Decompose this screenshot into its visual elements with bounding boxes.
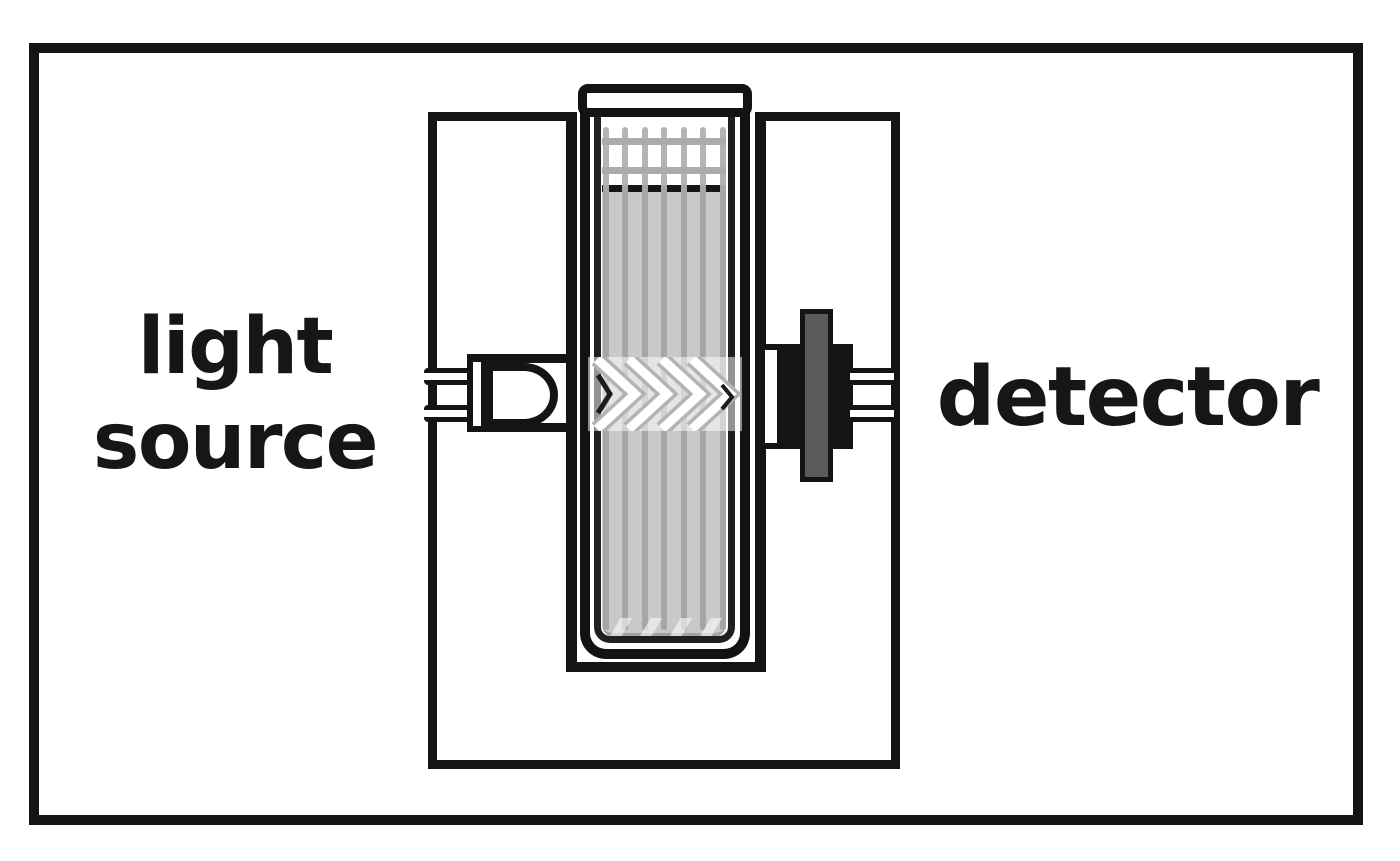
- test-strip: [603, 127, 609, 185]
- light-source-label-line2: source: [92, 397, 379, 487]
- light-beam-chevrons-icon: [588, 357, 742, 431]
- led-mount-top: [467, 354, 570, 363]
- cuvette-slot-left-wall: [566, 112, 577, 672]
- test-strip: [700, 127, 706, 185]
- light-source-label: light source: [55, 300, 415, 490]
- test-strip: [720, 127, 726, 185]
- detector-label: detector: [936, 350, 1320, 445]
- grid-line: [602, 138, 726, 145]
- light-source-label-line1: light: [137, 302, 334, 392]
- cuvette-cap: [578, 84, 752, 117]
- test-strip: [642, 127, 648, 185]
- led-lead-wire: [424, 405, 468, 422]
- test-strip: [661, 127, 667, 185]
- test-strip: [681, 127, 687, 185]
- led-mount-bottom: [467, 423, 570, 432]
- grid-line: [602, 167, 726, 174]
- cuvette-slot-bottom: [566, 662, 766, 672]
- detector-window: [800, 309, 833, 482]
- test-strip: [622, 127, 628, 185]
- liquid-bottom-highlight: [602, 618, 726, 640]
- detector-lead-wire: [850, 405, 894, 422]
- led-lamp-icon: [485, 363, 558, 427]
- led-flange: [467, 356, 487, 432]
- led-lead-wire: [424, 368, 468, 385]
- detector-mount-notch: [765, 350, 777, 443]
- cuvette-outer-wall: [580, 108, 750, 659]
- detector-lead-wire: [850, 368, 894, 385]
